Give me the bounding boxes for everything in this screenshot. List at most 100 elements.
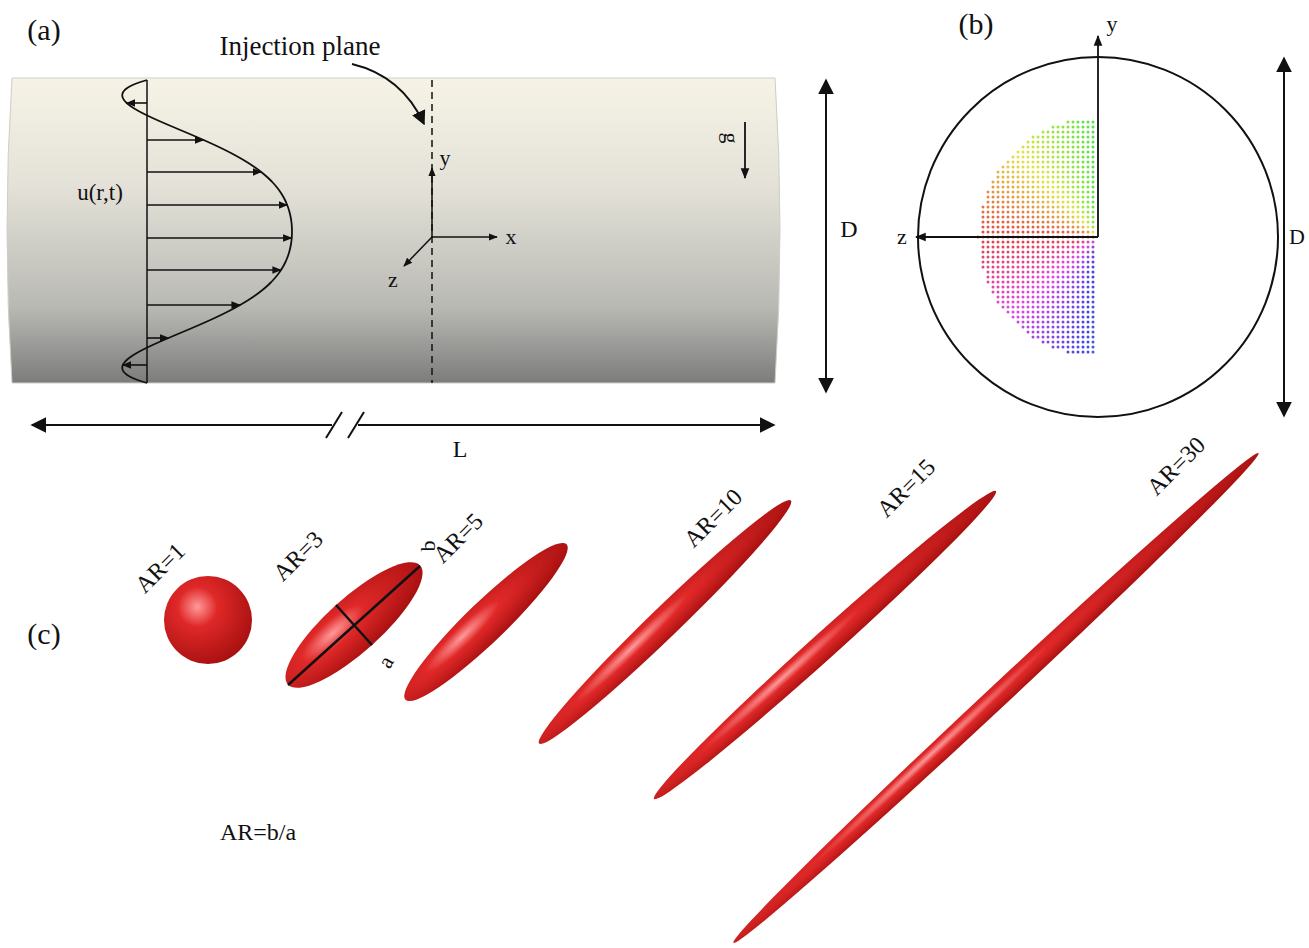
injection-point	[1092, 296, 1095, 299]
injection-point	[1037, 291, 1040, 294]
injection-point	[997, 176, 1000, 179]
injection-point	[1047, 211, 1050, 214]
injection-point	[1037, 321, 1040, 324]
injection-point	[1022, 251, 1025, 254]
injection-point	[1082, 251, 1085, 254]
injection-point	[1047, 306, 1050, 309]
ellipsoid-ar30	[726, 445, 1266, 948]
injection-point	[1032, 261, 1035, 264]
injection-point	[1022, 161, 1025, 164]
injection-point	[1037, 331, 1040, 334]
injection-point	[1047, 221, 1050, 224]
injection-point	[1092, 136, 1095, 139]
diameter-dimension	[1283, 58, 1285, 416]
injection-point	[1002, 271, 1005, 274]
injection-point	[1032, 136, 1035, 139]
injection-point	[1037, 256, 1040, 259]
injection-point	[1017, 256, 1020, 259]
injection-point	[1012, 251, 1015, 254]
injection-point	[1062, 346, 1065, 349]
injection-point	[1057, 331, 1060, 334]
injection-point	[1012, 256, 1015, 259]
injection-point	[1082, 161, 1085, 164]
injection-point	[1032, 171, 1035, 174]
injection-point	[1087, 156, 1090, 159]
injection-point	[1087, 291, 1090, 294]
injection-point	[1002, 176, 1005, 179]
injection-point	[1032, 331, 1035, 334]
injection-point	[1042, 296, 1045, 299]
injection-point	[992, 251, 995, 254]
gravity-arrow	[744, 122, 746, 178]
aspect-ratio-label: AR=10	[679, 484, 746, 551]
injection-point	[982, 246, 985, 249]
injection-point	[1052, 326, 1055, 329]
injection-point	[1062, 231, 1065, 234]
injection-point	[1077, 246, 1080, 249]
injection-point	[992, 181, 995, 184]
injection-point	[1082, 121, 1085, 124]
injection-point	[1057, 146, 1060, 149]
injection-point	[1077, 171, 1080, 174]
injection-point	[1082, 246, 1085, 249]
injection-point	[1072, 346, 1075, 349]
injection-point	[987, 241, 990, 244]
injection-point	[1087, 306, 1090, 309]
injection-point	[1082, 256, 1085, 259]
injection-point	[1042, 196, 1045, 199]
injection-point	[1032, 161, 1035, 164]
injection-point	[1022, 171, 1025, 174]
injection-point	[1032, 296, 1035, 299]
injection-point	[1052, 276, 1055, 279]
injection-point	[1057, 311, 1060, 314]
injection-point	[1002, 226, 1005, 229]
injection-point	[1017, 291, 1020, 294]
injection-point	[1072, 311, 1075, 314]
injection-point	[1087, 326, 1090, 329]
injection-point	[982, 256, 985, 259]
injection-point	[1057, 211, 1060, 214]
injection-point	[982, 226, 985, 229]
injection-point	[1027, 311, 1030, 314]
injection-point	[1027, 251, 1030, 254]
injection-point	[1082, 271, 1085, 274]
injection-point	[997, 261, 1000, 264]
injection-point	[992, 271, 995, 274]
injection-point	[1032, 286, 1035, 289]
injection-point	[1042, 181, 1045, 184]
injection-point	[1002, 266, 1005, 269]
injection-point	[1092, 286, 1095, 289]
injection-point	[1022, 276, 1025, 279]
injection-point	[1092, 251, 1095, 254]
injection-point	[1057, 221, 1060, 224]
injection-point	[1007, 301, 1010, 304]
injection-point	[982, 206, 985, 209]
injection-point	[1077, 331, 1080, 334]
velocity-arrow	[147, 269, 281, 271]
injection-point	[1042, 216, 1045, 219]
injection-point	[1087, 256, 1090, 259]
axis-label: z	[388, 269, 398, 291]
injection-point	[1037, 306, 1040, 309]
injection-point	[1032, 156, 1035, 159]
injection-point	[1032, 306, 1035, 309]
injection-point	[1047, 341, 1050, 344]
injection-point	[1042, 291, 1045, 294]
injection-point	[1087, 166, 1090, 169]
injection-point	[1067, 221, 1070, 224]
injection-point	[1067, 131, 1070, 134]
injection-point	[987, 206, 990, 209]
injection-point	[1002, 186, 1005, 189]
injection-point	[997, 181, 1000, 184]
injection-point	[1007, 251, 1010, 254]
injection-point	[1017, 216, 1020, 219]
injection-point	[1002, 181, 1005, 184]
injection-point	[1037, 301, 1040, 304]
injection-point	[1042, 186, 1045, 189]
injection-point	[1082, 266, 1085, 269]
injection-point	[1017, 181, 1020, 184]
injection-point	[1077, 216, 1080, 219]
y-axis	[431, 168, 433, 237]
injection-point	[1072, 221, 1075, 224]
